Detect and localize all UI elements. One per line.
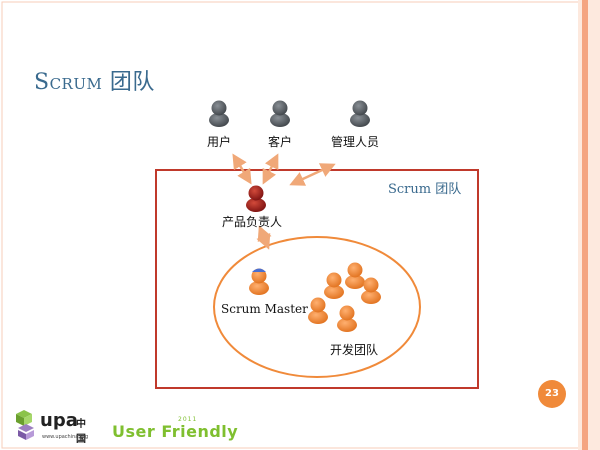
- scrum-master-label: Scrum Master: [221, 302, 308, 316]
- team-ellipse: [213, 236, 421, 378]
- customer-label: 客户: [268, 135, 293, 149]
- upa-logo-cn: 中国: [76, 419, 86, 445]
- product-owner-label: 产品负责人: [222, 215, 283, 229]
- dev-team-label: 开发团队: [330, 343, 379, 357]
- user-person-icon: [209, 100, 229, 127]
- arrow-user-po: [232, 153, 252, 185]
- upa-cube-icon: [16, 410, 34, 440]
- scrum-team-box: [155, 169, 479, 389]
- dev-member-person-icon: [345, 262, 365, 289]
- user-label: 用户: [207, 135, 232, 149]
- upa-url: www.upachina.org: [42, 434, 89, 440]
- arrow-manager-po: [289, 163, 336, 186]
- dev-member-person-icon: [308, 297, 328, 324]
- dev-member-person-icon: [337, 305, 357, 332]
- dev-member-person-icon: [324, 272, 344, 299]
- manager-label: 管理人员: [331, 135, 380, 149]
- arrow-po-team: [256, 225, 272, 250]
- arrow-customer-po: [262, 153, 279, 185]
- page-number-badge: 23: [538, 380, 566, 408]
- right-bar: [582, 0, 588, 450]
- slide-title: Scrum 团队: [34, 70, 155, 95]
- manager-person-icon: [350, 100, 370, 127]
- scrum-team-label: Scrum 团队: [388, 182, 462, 197]
- product-owner-person-icon: [246, 185, 266, 212]
- scrum-master-person-icon: [249, 268, 269, 295]
- dev-member-person-icon: [361, 277, 381, 304]
- upa-logo-text: upa: [40, 410, 78, 431]
- user-friendly-logo: User Friendly: [112, 422, 239, 441]
- brand-year: 2011: [178, 416, 198, 423]
- customer-person-icon: [270, 100, 290, 127]
